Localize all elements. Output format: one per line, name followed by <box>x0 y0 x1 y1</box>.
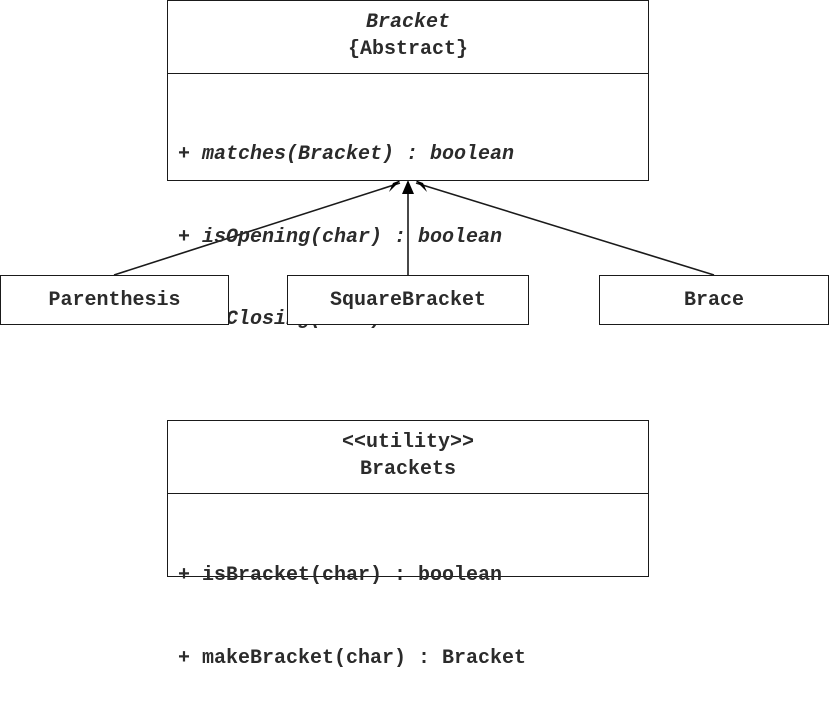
parenthesis-class-name: Parenthesis <box>48 288 181 312</box>
brackets-utility-stereotype: <<utility>> <box>341 431 475 454</box>
bracket-class-box: Bracket {Abstract} + matches(Bracket) : … <box>167 0 649 331</box>
inheritance-arrowhead-center <box>402 180 414 194</box>
brackets-utility-header: <<utility>> Brackets <box>168 421 648 494</box>
bracket-class-name: Bracket <box>365 11 450 34</box>
brackets-utility-methods: + isBracket(char) : boolean + makeBracke… <box>168 494 648 727</box>
brace-inheritance-line <box>415 182 715 276</box>
bracket-class-methods: + matches(Bracket) : boolean + isOpening… <box>168 74 648 389</box>
method-matches: + matches(Bracket) : boolean <box>178 143 515 166</box>
method-make-bracket: + makeBracket(char) : Bracket <box>178 646 527 670</box>
method-is-opening: + isOpening(char) : boolean <box>178 225 503 249</box>
inheritance-arrowhead-right <box>415 180 427 192</box>
squarebracket-class-box: SquareBracket <box>287 275 529 325</box>
inheritance-arrowhead-left <box>389 180 401 192</box>
parenthesis-inheritance-line <box>113 182 401 276</box>
brackets-utility-name: Brackets <box>359 458 456 481</box>
brace-class-name: Brace <box>683 288 744 312</box>
method-is-bracket: + isBracket(char) : boolean <box>178 564 503 587</box>
brace-class-box: Brace <box>599 275 829 325</box>
bracket-class-header: Bracket {Abstract} <box>168 1 648 74</box>
bracket-class-stereotype: {Abstract} <box>347 38 469 61</box>
inheritance-arrows <box>113 180 715 276</box>
parenthesis-class-box: Parenthesis <box>0 275 229 325</box>
squarebracket-class-name: SquareBracket <box>329 288 487 312</box>
brackets-utility-class-box: <<utility>> Brackets + isBracket(char) :… <box>167 420 649 670</box>
